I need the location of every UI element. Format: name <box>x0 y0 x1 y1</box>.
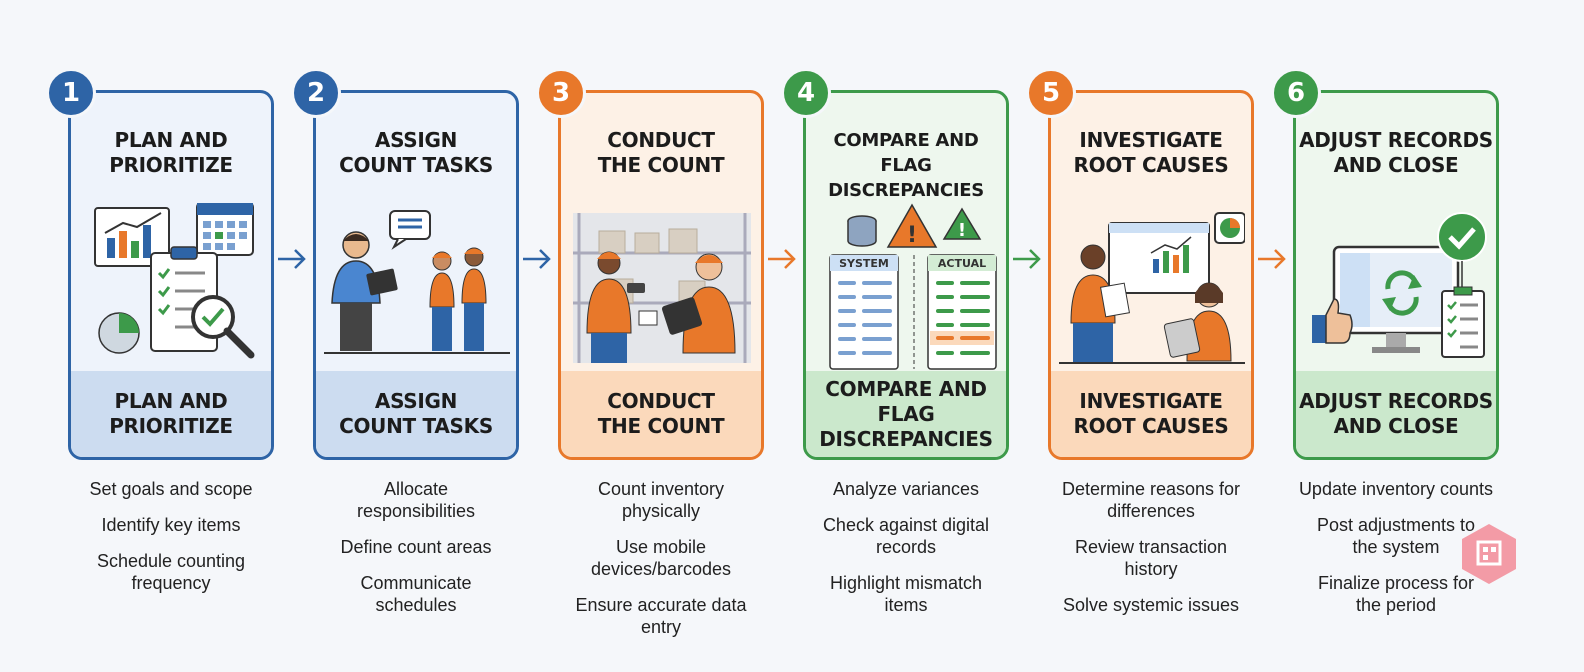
step-4-card: COMPARE AND FLAG DISCREPANCIES ! ! SYSTE… <box>803 90 1009 460</box>
step-2-desc-item: Allocate responsibilities <box>356 479 476 521</box>
step-5-desc-item: Solve systemic issues <box>1062 595 1240 615</box>
step-3-number-badge: 3 <box>536 68 586 118</box>
step-6-title-bottom: ADJUST RECORDS AND CLOSE <box>1299 389 1493 438</box>
step-5-card: INVESTIGATE ROOT CAUSES INVESTIGATE ROOT… <box>1048 90 1254 460</box>
step-6-title-top: ADJUST RECORDS AND CLOSE <box>1299 128 1493 177</box>
step-5: INVESTIGATE ROOT CAUSES INVESTIGATE ROOT… <box>1026 68 1260 615</box>
step-5-desc-item: Determine reasons for differences <box>1061 479 1241 521</box>
step-3-desc-item: Ensure accurate data entry <box>575 595 747 637</box>
step-5-title-top: INVESTIGATE ROOT CAUSES <box>1073 128 1229 177</box>
step-3-description: Count inventory physically Use mobile de… <box>548 478 774 652</box>
step-4-desc-item: Highlight mismatch items <box>829 573 983 615</box>
step-4-number-badge: 4 <box>781 68 831 118</box>
step-2-title-bottom: ASSIGN COUNT TASKS <box>339 389 493 438</box>
compare-illustration: ! ! SYSTEM ACTUAL <box>829 203 997 370</box>
step-6-description: Update inventory counts Post adjustments… <box>1283 478 1509 630</box>
team-illustration <box>324 210 510 354</box>
step-4-desc-item: Analyze variances <box>832 479 980 499</box>
step-3-band: CONDUCT THE COUNT <box>561 371 761 457</box>
step-2-number-badge: 2 <box>291 68 341 118</box>
step-2-title-top: ASSIGN COUNT TASKS <box>339 128 493 177</box>
warehouse-count-illustration <box>573 213 751 363</box>
adjust-records-illustration <box>1312 212 1487 358</box>
step-3-title-top: CONDUCT THE COUNT <box>597 128 725 177</box>
svg-text:!: ! <box>907 223 917 248</box>
svg-text:!: ! <box>958 220 966 241</box>
step-6: ADJUST RECORDS AND CLOSE ADJUST RECORDS … <box>1271 68 1505 615</box>
arrow-right-icon <box>278 249 306 269</box>
step-6-desc-item: Update inventory counts <box>1298 479 1494 499</box>
arrow-right-icon <box>1013 249 1041 269</box>
arrow-right-icon <box>1258 249 1286 269</box>
step-4: COMPARE AND FLAG DISCREPANCIES ! ! SYSTE… <box>781 68 1015 615</box>
arrow-right-icon <box>768 249 796 269</box>
step-4-description: Analyze variances Check against digital … <box>793 478 1019 630</box>
step-5-number-badge: 5 <box>1026 68 1076 118</box>
step-5-band: INVESTIGATE ROOT CAUSES <box>1051 371 1251 457</box>
step-6-number-badge: 6 <box>1271 68 1321 118</box>
step-1-title-bottom: PLAN AND PRIORITIZE <box>109 389 233 438</box>
step-4-title-bottom: COMPARE AND FLAG DISCREPANCIES <box>819 376 993 451</box>
step-1-desc-item: Set goals and scope <box>89 479 253 499</box>
step-3-desc-item: Use mobile devices/barcodes <box>590 537 732 579</box>
step-6-desc-item: Finalize process for the period <box>1317 573 1475 615</box>
step-2-desc-item: Communicate schedules <box>360 573 472 615</box>
step-2-description: Allocate responsibilities Define count a… <box>303 478 529 630</box>
step-5-description: Determine reasons for differences Review… <box>1038 478 1264 630</box>
step-3-card: CONDUCT THE COUNT CONDUCT THE COUNT <box>558 90 764 460</box>
investigate-illustration <box>1059 212 1245 364</box>
step-6-desc-item: Post adjustments to the system <box>1316 515 1476 557</box>
system-label: SYSTEM <box>839 257 889 270</box>
step-5-desc-item: Review transaction history <box>1074 537 1228 579</box>
step-2-card: ASSIGN COUNT TASKS ASSIGN COUNT TASKS <box>313 90 519 460</box>
step-2-band: ASSIGN COUNT TASKS <box>316 371 516 457</box>
step-4-desc-item: Check against digital records <box>822 515 990 557</box>
step-2-desc-item: Define count areas <box>340 537 492 557</box>
step-3-desc-item: Count inventory physically <box>597 479 725 521</box>
step-4-title-top: COMPARE AND FLAG DISCREPANCIES <box>828 130 984 201</box>
step-1-desc-item: Schedule counting frequency <box>96 551 246 593</box>
step-3: CONDUCT THE COUNT CONDUCT THE COUNT 3 Co… <box>536 68 770 637</box>
step-2: ASSIGN COUNT TASKS ASSIGN COUNT TASKS 2 … <box>291 68 525 615</box>
step-1-title-top: PLAN AND PRIORITIZE <box>109 128 233 177</box>
step-3-title-bottom: CONDUCT THE COUNT <box>597 389 725 438</box>
step-5-title-bottom: INVESTIGATE ROOT CAUSES <box>1073 389 1229 438</box>
step-6-card: ADJUST RECORDS AND CLOSE ADJUST RECORDS … <box>1293 90 1499 460</box>
actual-label: ACTUAL <box>938 257 986 270</box>
step-1-number-badge: 1 <box>46 68 96 118</box>
step-1-band: PLAN AND PRIORITIZE <box>71 371 271 457</box>
plan-illustration <box>94 203 255 359</box>
step-4-band: COMPARE AND FLAG DISCREPANCIES <box>806 371 1006 457</box>
step-1-desc-item: Identify key items <box>101 515 241 535</box>
arrow-right-icon <box>523 249 551 269</box>
step-1-description: Set goals and scope Identify key items S… <box>58 478 284 608</box>
step-1-card: PLAN AND PRIORITIZE PLAN AND PRIORITIZE <box>68 90 274 460</box>
step-6-band: ADJUST RECORDS AND CLOSE <box>1296 371 1496 457</box>
watermark-logo-icon <box>1462 524 1516 584</box>
step-1: PLAN AND PRIORITIZE PLAN AND PRIORITIZE … <box>46 68 280 608</box>
